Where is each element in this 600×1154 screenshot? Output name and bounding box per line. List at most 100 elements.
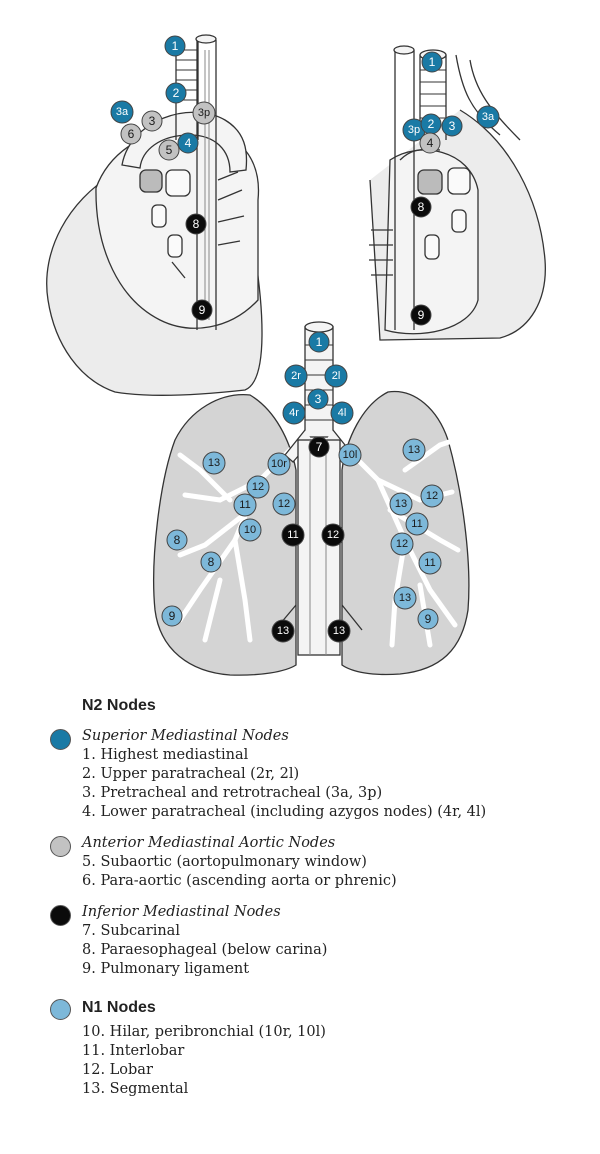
node-label: 2 [173,86,180,100]
legend-group-title: Superior Mediastinal Nodes [82,728,289,744]
right-view-trachea [394,50,415,330]
legend-item: 3. Pretracheal and retrotracheal (3a, 3p… [82,785,383,801]
n2-title: N2 Nodes [82,697,156,714]
node-circle [202,451,226,475]
node-label: 9 [418,308,425,322]
node-circle [420,484,444,508]
node-label: 11 [411,518,422,530]
n1-node-swatch [50,999,71,1020]
node-circle [192,101,216,125]
node-label: 6 [128,127,135,141]
node-circle [165,82,187,104]
legend-item: 6. Para-aortic (ascending aorta or phren… [82,873,397,889]
node-label: 12 [278,498,290,510]
left-lateral-view [46,34,263,396]
left-lung [341,390,470,676]
legend-group-superior: Superior Mediastinal Nodes 1. Highest me… [50,727,580,822]
legend: N2 Nodes Superior Mediastinal Nodes 1. H… [50,697,580,1111]
legend-group-aortic: Anterior Mediastinal Aortic Nodes 5. Sub… [50,834,580,891]
node-label: 3p [408,124,420,136]
n1-title: N1 Nodes [82,999,156,1016]
legend-group-title: Inferior Mediastinal Nodes [82,904,281,920]
node-label: 4l [338,407,347,419]
node-label: 3a [116,106,129,118]
node-label: 13 [395,498,407,510]
node-label: 1 [429,55,436,69]
node-label: 4 [427,136,434,150]
node-circle [161,605,183,627]
node-circle [390,532,414,556]
node-label: 4r [289,407,299,419]
node-label: 3a [482,111,495,123]
legend-item: 13. Segmental [82,1081,189,1097]
node-label: 3 [315,392,322,406]
node-label: 2l [332,370,341,382]
legend-group-title: Anterior Mediastinal Aortic Nodes [82,835,336,851]
node-label: 11 [287,529,298,541]
node-circle [177,132,199,154]
node-label: 11 [424,557,435,569]
node-circle [327,619,351,643]
legend-group-n1: N1 Nodes 10. Hilar, peribronchial (10r, … [50,997,580,1099]
left-view-esophagus [196,40,217,330]
node-label: 7 [316,440,323,454]
superior-node-swatch [50,729,71,750]
node-label: 12 [327,529,339,541]
node-label: 8 [193,217,200,231]
legend-item: 4. Lower paratracheal (including azygos … [82,804,487,820]
legend-item: 7. Subcarinal [82,923,180,939]
node-label: 8 [208,555,215,569]
node-circle [410,304,432,326]
node-label: 9 [169,609,176,623]
node-label: 4 [185,136,192,150]
node-label: 8 [174,533,181,547]
node-circle [110,100,134,124]
node-label: 12 [252,481,264,493]
node-label: 13 [208,457,220,469]
inferior-node-swatch [50,905,71,926]
node-circle [267,452,291,476]
node-circle [338,443,362,467]
node-circle [281,523,305,547]
node-label: 11 [239,499,250,511]
node-label: 3 [449,119,456,133]
node-circle [120,123,142,145]
node-circle [321,523,345,547]
node-circle [441,115,463,137]
node-circle [282,401,306,425]
node-circle [419,132,441,154]
node-circle [166,529,188,551]
left-view-pulmonary-vein [139,169,163,193]
node-circle [405,512,429,536]
node-circle [476,105,500,129]
frontal-esophagus [297,439,341,656]
node-circle [200,551,222,573]
node-label: 10l [343,449,358,461]
legend-item: 9. Pulmonary ligament [82,961,250,977]
node-circle [308,331,330,353]
node-circle [158,139,180,161]
node-circle [307,388,329,410]
node-label: 2 [428,117,435,131]
node-circle [402,438,426,462]
node-circle [272,492,296,516]
legend-group-inferior: Inferior Mediastinal Nodes 7. Subcarinal… [50,903,580,979]
node-label: 13 [333,625,345,637]
legend-item: 8. Paraesophageal (below carina) [82,942,328,958]
node-label: 1 [316,335,323,349]
node-circle [410,196,432,218]
node-label: 3p [198,107,210,119]
right-lateral-view [369,45,546,341]
node-label: 13 [408,444,420,456]
node-label: 13 [399,592,411,604]
legend-item: 11. Interlobar [82,1043,185,1059]
legend-item: 10. Hilar, peribronchial (10r, 10l) [82,1024,326,1040]
legend-item: 2. Upper paratracheal (2r, 2l) [82,766,300,782]
node-label: 12 [426,490,438,502]
node-circle [238,518,262,542]
node-circle [191,299,213,321]
node-circle [393,586,417,610]
node-circle [421,51,443,73]
